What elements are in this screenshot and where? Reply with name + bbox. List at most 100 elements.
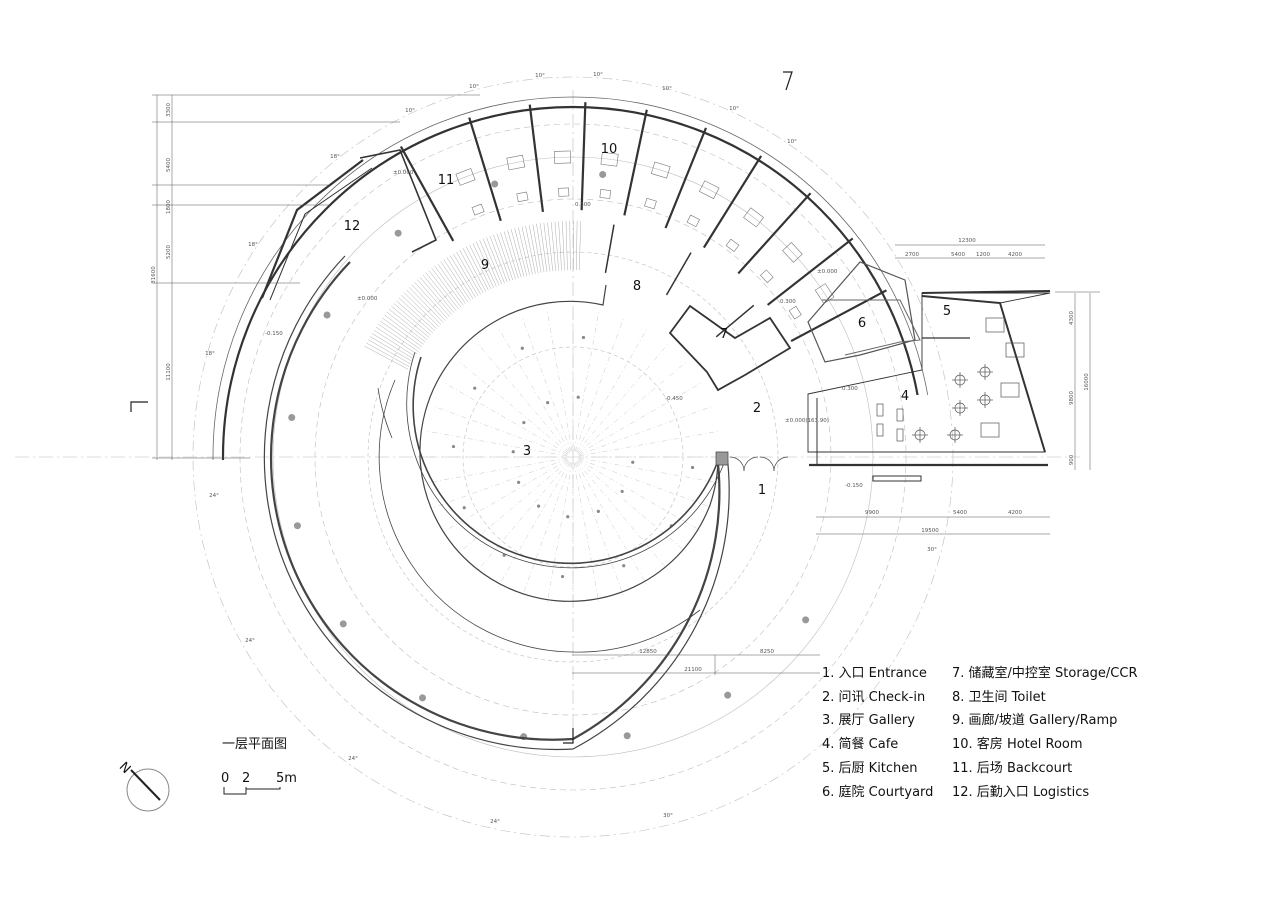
bath-icon (644, 197, 657, 210)
legend-left: 1. 入口 Entrance 2. 问讯 Check-in 3. 展厅 Gall… (822, 662, 933, 804)
ramp-hatch-line (510, 229, 525, 277)
dimension-lines (152, 94, 1100, 675)
scale-label-5m: 5m (276, 771, 297, 786)
radial-line (457, 460, 569, 554)
legend-item: 5. 后厨 Kitchen (822, 760, 918, 776)
ramp-hatch-line (408, 287, 444, 323)
column-pier (394, 229, 402, 237)
cafe-furniture (876, 317, 1025, 443)
radial-line (578, 458, 715, 509)
dimension-text: 4200 (1008, 510, 1022, 516)
bed-icon (650, 161, 671, 179)
ramp-hatch-line (476, 241, 497, 287)
ramp-hatch-line (579, 221, 581, 271)
bed-icon (506, 154, 526, 171)
radial-line (578, 457, 721, 484)
level-marker: ±0.000(163.90) (785, 418, 829, 424)
radial-grid-lines (423, 307, 723, 607)
ramp-hatch-line (503, 231, 519, 279)
ramp-hatch-line (393, 303, 432, 336)
ramp-hatch-line (562, 221, 565, 271)
radial-line (431, 458, 568, 509)
bed-icon (698, 180, 720, 200)
ramp-hatch-line (532, 224, 542, 273)
ramp-hatch-line (493, 234, 511, 282)
ramp-hatch-line (440, 261, 469, 303)
ramp-hatch-line (411, 284, 446, 321)
dimension-text: 21100 (684, 667, 702, 673)
radial-line (497, 462, 571, 588)
ramp-hatch-line (366, 342, 410, 367)
angle-dimension: 24° (245, 638, 255, 644)
column-pier (288, 413, 296, 421)
dimension-text: 12300 (958, 238, 976, 244)
ramp-hatch-line (391, 306, 430, 338)
ramp-hatch-line (371, 333, 414, 360)
ramp-hatch-line (518, 227, 530, 276)
cafe-kitchen-block (807, 290, 1051, 482)
dimension-text: 31600 (151, 266, 157, 284)
legend-right: 7. 储藏室/中控室 Storage/CCR 8. 卫生间 Toilet 9. … (952, 662, 1137, 804)
bed-icon (455, 168, 476, 186)
ramp-hatch-line (514, 228, 527, 276)
column-pier (599, 171, 607, 179)
bed-icon (782, 242, 803, 263)
dimension-text: 4300 (1069, 311, 1075, 325)
ramp-hatch-line (507, 230, 522, 278)
ramp-hatch-line (496, 233, 513, 281)
bed-icon (743, 207, 764, 228)
bed-icon (554, 150, 572, 164)
column-dot (511, 450, 515, 454)
angle-dimension: 30° (663, 813, 673, 819)
radial-line (521, 315, 572, 452)
column-dot (576, 395, 580, 399)
ramp-hatch-line (417, 279, 450, 317)
ramp-hatch-line (425, 272, 457, 311)
radial-line (578, 405, 715, 456)
cafe-seat-icon (876, 423, 884, 437)
radial-line (457, 360, 569, 454)
ramp-hatch-line (543, 222, 551, 272)
angle-dimension: 18° (330, 154, 340, 160)
ramp-hatch-line (453, 253, 479, 296)
room-number-9: 9 (481, 258, 489, 273)
ramp-hatch-line (428, 270, 459, 310)
ramp-hatch-line (419, 277, 452, 315)
partition-wall (737, 192, 812, 275)
bath-icon (788, 305, 802, 320)
ramp-hatch-line (414, 282, 448, 319)
dimension-text: 5200 (166, 245, 172, 259)
legend-item: 1. 入口 Entrance (822, 666, 927, 681)
legend-item: 3. 展厅 Gallery (822, 713, 915, 729)
dimension-text: 12850 (639, 649, 657, 655)
legend-item: 10. 客房 Hotel Room (952, 737, 1083, 753)
angle-dimension: 24° (348, 756, 358, 762)
ramp-hatch-line (386, 311, 426, 343)
level-marker: 0.300 (842, 386, 858, 392)
ramp-hatch-line (434, 265, 464, 306)
angle-dimension: 18° (205, 351, 215, 357)
ramp-hatch-line (422, 274, 455, 313)
ramp-hatch-line (364, 346, 408, 370)
column-dot (451, 444, 456, 449)
radial-line (575, 462, 649, 588)
room-number-10: 10 (601, 142, 618, 157)
dimension-text: 1800 (166, 200, 172, 214)
angle-dimension: 24° (209, 493, 219, 499)
angle-dimension: 10° (535, 73, 545, 79)
radial-line (575, 326, 649, 452)
ramp-hatch-line (489, 236, 508, 283)
ramp-hatch-line (368, 339, 411, 365)
column-dot (536, 504, 541, 508)
section-marks (130, 71, 793, 744)
ramp-hatch-line (500, 232, 516, 280)
column-pier (323, 311, 331, 319)
cafe-seat-icon (876, 403, 884, 417)
level-marker: ±0.000 (817, 269, 838, 275)
angle-dimension: 30° (927, 547, 937, 553)
room-number-3: 3 (523, 444, 531, 459)
north-arrow: N (116, 760, 170, 812)
radial-line (576, 341, 670, 453)
ramp-hatch-line (446, 257, 474, 300)
